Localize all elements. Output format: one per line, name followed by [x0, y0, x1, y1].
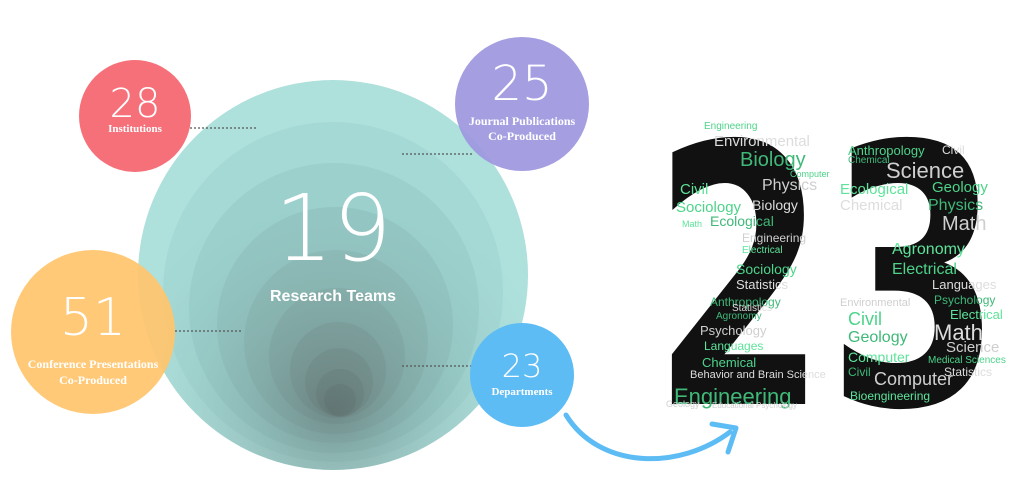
wordcloud-word: Geology — [932, 179, 988, 196]
wordcloud-word: Physics — [928, 197, 984, 214]
institutions-label: Institutions — [108, 123, 162, 135]
wordcloud-word: Medical Sciences — [928, 355, 1006, 366]
wordcloud-word: Civil — [848, 309, 882, 329]
conference-bubble — [11, 250, 175, 414]
wordcloud-word: Biology — [740, 149, 806, 171]
wordcloud-word: Physics — [762, 177, 818, 194]
wordcloud-word: Ecological — [840, 181, 909, 198]
wordcloud-word: Science — [886, 158, 965, 183]
wordcloud-word: Electrical — [892, 261, 957, 278]
wordcloud-word: Agronomy — [716, 311, 762, 322]
wordcloud-word: Electrical — [742, 245, 783, 256]
wordcloud-word: Civil — [680, 181, 709, 198]
wordcloud-word: Educational Psychology — [712, 401, 797, 410]
wordcloud-word: Chemical — [848, 155, 890, 166]
wordcloud-word: Anthropology — [710, 295, 781, 309]
wordcloud-word: Biology — [752, 197, 798, 213]
departments-bubble — [470, 323, 574, 427]
wordcloud-word: Languages — [704, 339, 764, 353]
wordcloud-word: Psychology — [934, 293, 996, 307]
wordcloud-word: Electrical — [950, 307, 1003, 322]
journal-label-line2: Co-Produced — [488, 129, 556, 143]
wordcloud-word: Engineering — [704, 121, 758, 132]
research-teams-label: Research Teams — [270, 288, 396, 305]
institutions-number: 28 — [109, 81, 161, 127]
conference-label-line1: Conference Presentations — [27, 357, 159, 371]
wordcloud-word: Geology — [666, 399, 700, 409]
wordcloud-word: Languages — [932, 277, 997, 292]
wordcloud-word: Psychology — [700, 323, 767, 338]
wordcloud-word: Science — [946, 339, 1000, 356]
departments-label: Departments — [491, 386, 553, 398]
wordcloud-word: Sociology — [736, 261, 797, 277]
wordcloud-word: Statistics — [736, 277, 789, 292]
wordcloud-word: Civil — [942, 143, 965, 157]
wordcloud-word: Bioengineering — [850, 389, 931, 403]
connector-lines — [175, 127, 472, 367]
wordcloud-word: Statistics — [732, 303, 773, 314]
research-teams-number: 19 — [274, 175, 392, 282]
wordcloud-word: Ecological — [710, 213, 774, 229]
wordcloud-word: Anthropology — [848, 143, 925, 158]
wordcloud-word: Engineering — [674, 384, 792, 409]
wordcloud-word: Engineering — [742, 231, 807, 245]
wordcloud-word: Math — [942, 213, 987, 235]
wordcloud-word: Environmental — [714, 133, 810, 150]
wordcloud-word: Environmental — [840, 297, 911, 309]
departments-number: 23 — [501, 347, 543, 385]
conference-label-line2: Co-Produced — [59, 373, 127, 387]
wordcloud-word: Computer — [790, 169, 830, 179]
institutions-bubble — [79, 60, 191, 172]
wordcloud-word: Geology — [848, 329, 908, 346]
wordcloud-word: Agronomy — [892, 241, 965, 258]
journal-number: 25 — [491, 56, 553, 112]
arrow-icon — [563, 412, 739, 462]
wordcloud-word: Statistics — [944, 365, 993, 379]
wordcloud-word: Chemical — [840, 197, 903, 214]
wordcloud-word: Chemical — [702, 355, 757, 370]
big-23-digits: 23 — [652, 104, 1002, 424]
wordcloud-word: Computer — [848, 349, 910, 365]
journal-bubble — [455, 37, 589, 171]
journal-label-line1: Journal Publications — [468, 114, 576, 128]
big-23-text: 23 — [652, 104, 1002, 424]
concentric-circles — [138, 80, 528, 470]
wordcloud-word: Behavior and Brain Science — [690, 369, 826, 381]
conference-number: 51 — [59, 288, 127, 348]
wordcloud-word: Computer — [874, 369, 954, 389]
wordcloud-word: Civil — [848, 365, 871, 379]
wordcloud-word: Math — [934, 320, 983, 345]
wordcloud-word: Math — [682, 219, 703, 229]
wordcloud-word: Sociology — [676, 199, 742, 216]
